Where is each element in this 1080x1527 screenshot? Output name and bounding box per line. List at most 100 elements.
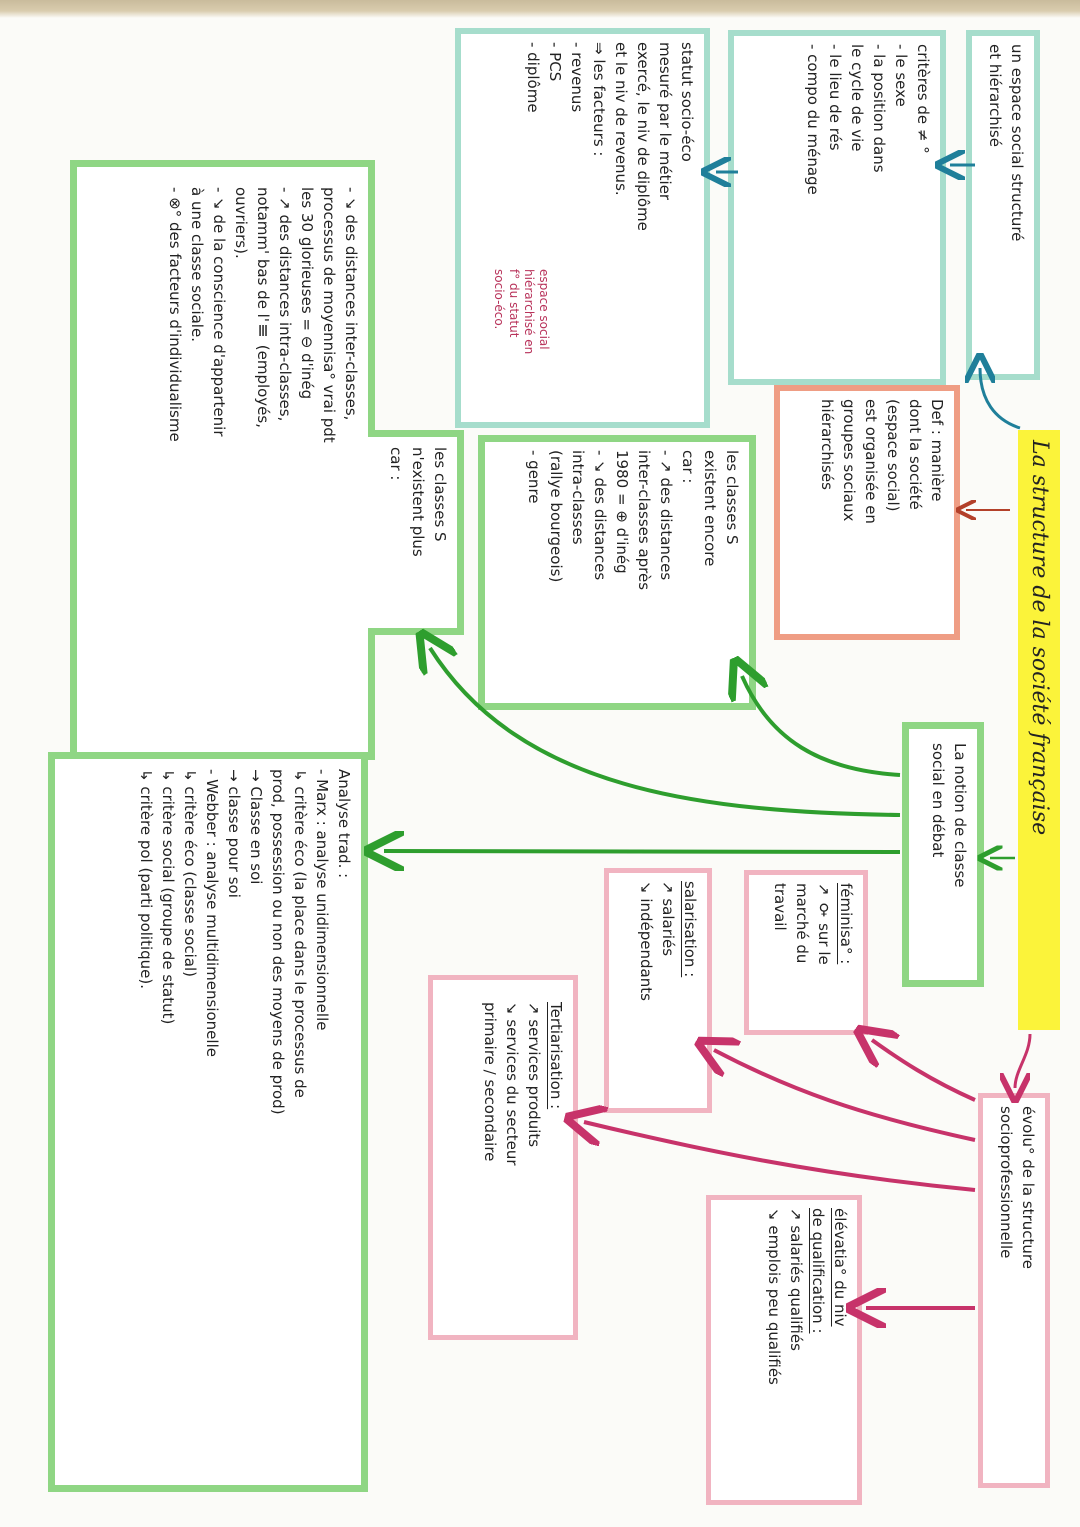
node-line: ↗ services produits — [525, 1002, 543, 1148]
node-classes-nexistent-plus: les classes S n'existent plus car : — [368, 430, 464, 635]
node-line: 1980 = ⊕ d'inég — [613, 450, 631, 574]
node-classes-existent-encore: les classes S existent encore car : - ↗ … — [478, 435, 756, 710]
node-line: ↳ critère éco (la place dans le processu… — [291, 769, 309, 1098]
node-line: statut socio-éco — [678, 42, 696, 162]
arrow-evolution-to-tertiarisation — [584, 1122, 976, 1192]
node-title: salarisation : — [681, 881, 699, 978]
node-line: → Classe en soi — [247, 769, 265, 885]
node-line: ↳ critère éco (classe social) — [181, 769, 199, 977]
node-elevation-qualification: élévatia° du niv de qualification : ↗ sa… — [706, 1195, 862, 1505]
node-line: les classes S — [431, 447, 449, 542]
node-line: marché du — [793, 883, 811, 964]
node-criteres: critères de ≠ ° - le sexe - la position … — [728, 30, 946, 385]
node-line: car : — [387, 447, 405, 481]
node-line: - Marx : analyse unidimensionnelle — [313, 769, 331, 1031]
node-line: La notion de classe — [951, 743, 969, 888]
node-line: et hiérarchisé — [986, 44, 1004, 147]
node-line: - ↘ des distances — [591, 450, 609, 581]
annotation-line: socio-éco. — [492, 269, 506, 330]
node-line: (espace social) — [884, 399, 902, 512]
node-line: intra-classes — [569, 450, 587, 545]
node-classes-nexistent-plus-details: - ↘ des distances inter-classes, process… — [70, 160, 375, 760]
arrow-evolution-to-feminisation — [872, 1040, 976, 1102]
node-line: inter-classes après — [635, 450, 653, 591]
node-line: à une classe sociale. — [188, 187, 206, 342]
node-line: socioprofessionnelle — [997, 1106, 1015, 1259]
node-line: - ↗ des distances intra-classes, — [276, 187, 294, 422]
node-line: Def : manière — [928, 399, 946, 502]
node-line: critères de ≠ ° — [914, 44, 932, 154]
node-tertiarisation: Tertiarisation : ↗ services produits ↘ s… — [428, 975, 578, 1340]
node-line: groupes sociaux — [840, 399, 858, 522]
node-line: - genre — [525, 450, 543, 504]
node-line: ↗ salariés qualifiés — [787, 1208, 805, 1351]
node-line: primaire / secondaire — [481, 1002, 499, 1162]
node-line: ↳ critère pol (parti politique). — [137, 769, 155, 990]
node-line: processus de moyennisa° vrai pdt — [320, 187, 338, 443]
node-title: de qualification : — [809, 1208, 827, 1334]
node-line: ↳ critère social (groupe de statut) — [159, 769, 177, 1025]
node-line: - compo du ménage — [804, 44, 822, 195]
node-line: travail — [771, 883, 789, 931]
node-line: → classe pour soi — [225, 769, 243, 898]
central-title: La structure de la société française — [1018, 430, 1060, 1030]
node-line: Analyse trad. : — [335, 769, 353, 879]
node-line: existent encore — [701, 450, 719, 567]
node-line: mesuré par le métier — [656, 42, 674, 201]
node-espace-social: un espace social structuré et hiérarchis… — [966, 30, 1040, 380]
annotation-line: hiérarchisé en — [522, 269, 536, 355]
annotation-line: f° du statut — [507, 269, 521, 338]
arrow-notion-to-analyse — [384, 851, 901, 852]
node-line: - le lieu de rés — [826, 44, 844, 151]
node-notion-classe: La notion de classe social en débat — [902, 722, 984, 987]
node-line: prod, possession ou non des moyens de pr… — [269, 769, 287, 1115]
node-line: ↘ services du secteur — [503, 1002, 521, 1166]
arrow-evolution-to-salarisation — [714, 1050, 976, 1142]
node-line: dont la société — [906, 399, 924, 510]
node-line: les 30 glorieuses = ⊖ d'inég — [298, 187, 316, 400]
node-line: ↘ indépendants — [637, 881, 655, 1001]
node-title: Tertiarisation : — [547, 1002, 565, 1110]
statut-annotation: espace social hiérarchisé en f° du statu… — [491, 269, 551, 354]
node-line: le cycle de vie — [848, 44, 866, 152]
node-line: un espace social structuré — [1008, 44, 1026, 242]
node-line: ↗ salariés — [659, 881, 677, 957]
node-line: - PCS — [546, 42, 564, 82]
node-title: féminisa° : — [837, 883, 855, 965]
node-evolution-structure: évolu° de la structure socioprofessionne… — [978, 1093, 1050, 1488]
node-line: notamm' bas de l'Ⅲ (employés, — [254, 187, 272, 428]
node-line: - ↘ de la conscience d'appartenir — [210, 187, 228, 437]
node-line: - revenus — [568, 42, 586, 113]
node-line: ⇒ les facteurs : — [590, 42, 608, 157]
arrow-title-to-evolution — [1015, 1033, 1032, 1088]
node-line: - la position dans — [870, 44, 888, 173]
node-line: - diplôme — [524, 42, 542, 113]
node-salarisation: salarisation : ↗ salariés ↘ indépendants — [604, 868, 712, 1113]
node-line: exercé, le niv de diplôme — [634, 42, 652, 231]
node-analyse-trad: Analyse trad. : - Marx : analyse unidime… — [48, 752, 368, 1492]
node-line: (rallye bourgeois) — [547, 450, 565, 583]
annotation-line: espace social — [537, 269, 551, 350]
node-line: social en débat — [929, 743, 947, 858]
node-line: les classes S — [723, 450, 741, 545]
node-definition: Def : manière dont la société (espace so… — [774, 385, 960, 640]
node-feminisation: féminisa° : ↗ ♀ sur le marché du travail — [744, 870, 868, 1035]
node-line: hiérarchisés — [818, 399, 836, 490]
node-line: évolu° de la structure — [1019, 1106, 1037, 1269]
arrow-notion-to-classes-existent — [742, 676, 901, 777]
node-line: - le sexe — [892, 44, 910, 107]
node-line: - ⊗° des facteurs d'individualisme — [166, 187, 184, 442]
node-line: n'existent plus — [409, 447, 427, 557]
node-line: ↘ emplois peu qualifiés — [765, 1208, 783, 1385]
node-line: - ↗ des distances — [657, 450, 675, 581]
node-line: car : — [679, 450, 697, 484]
node-line: est organisée en — [862, 399, 880, 524]
node-line: - Webber : analyse multidimensionelle — [203, 769, 221, 1057]
node-line: ↗ ♀ sur le — [815, 883, 833, 965]
paper-edge — [0, 0, 1080, 18]
node-title: élévatia° du niv — [831, 1208, 849, 1327]
node-line: - ↘ des distances inter-classes, — [342, 187, 360, 421]
node-line: ouvriers). — [232, 187, 250, 259]
node-line: et le niv de revenus. — [612, 42, 630, 196]
node-statut-socio-eco: statut socio-éco mesuré par le métier ex… — [455, 28, 710, 428]
